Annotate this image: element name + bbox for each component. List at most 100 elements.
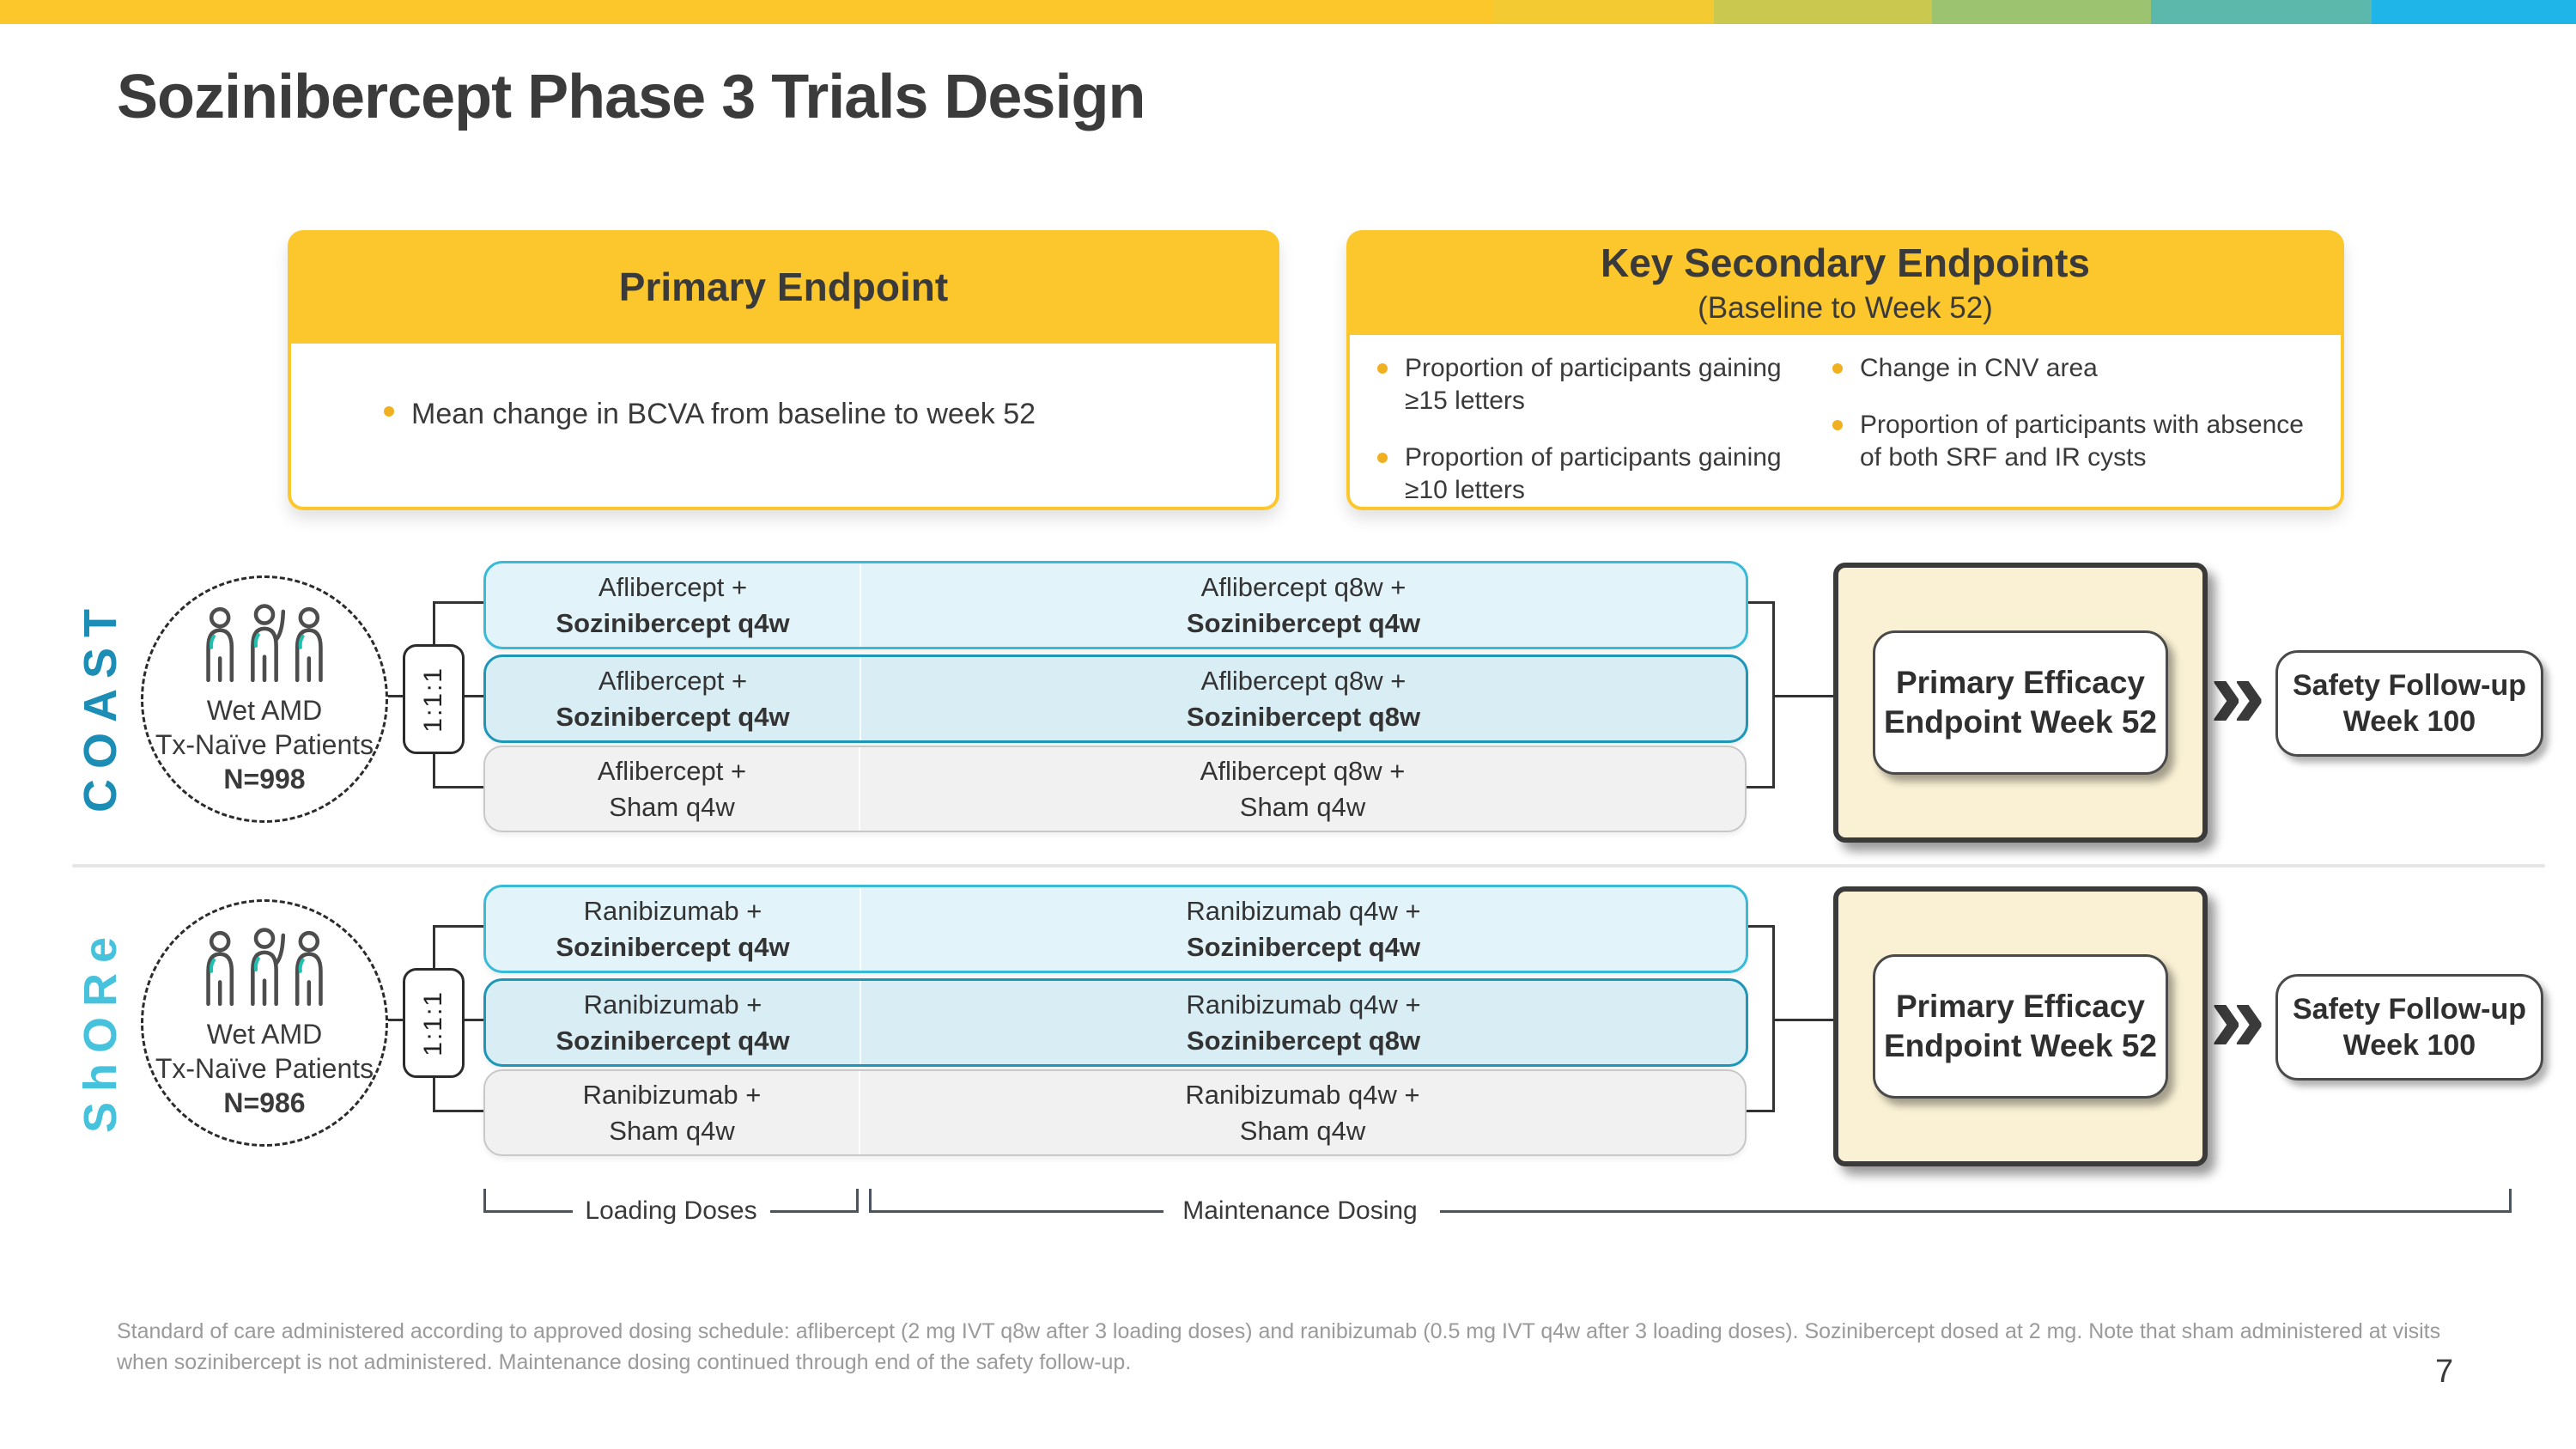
population-circle: Wet AMD Tx-Naïve Patients N=998 xyxy=(141,575,388,823)
connector-line xyxy=(1743,601,1775,604)
primary-efficacy-panel: Primary Efficacy Endpoint Week 52 xyxy=(1833,886,2208,1166)
arm-line1: Aflibercept q8w + xyxy=(1200,571,1406,602)
primary-endpoint-bullet-text: Mean change in BCVA from baseline to wee… xyxy=(411,398,1036,430)
key-secondary-column-2: Change in CNV area Proportion of partici… xyxy=(1832,352,2313,507)
arm-cell-divider xyxy=(860,563,861,647)
arm-cell-divider xyxy=(859,747,860,831)
connector-line xyxy=(433,601,484,604)
arm-line1: Aflibercept + xyxy=(598,571,748,602)
population-circle: Wet AMD Tx-Naïve Patients N=986 xyxy=(141,899,388,1147)
loading-doses-bracket: Loading Doses xyxy=(483,1189,859,1225)
arm-maintenance-cell: Ranibizumab q4w + Sham q4w xyxy=(860,1071,1745,1154)
primary-endpoint-bullet: Mean change in BCVA from baseline to wee… xyxy=(384,395,1242,433)
arm-maintenance-cell: Ranibizumab q4w + Sozinibercept q8w xyxy=(861,981,1746,1064)
top-bar-segment-green xyxy=(1932,0,2151,24)
primary-endpoint-title: Primary Endpoint xyxy=(618,265,949,309)
arm-loading-cell: Aflibercept + Sozinibercept q4w xyxy=(486,563,860,647)
top-color-bar xyxy=(0,0,2576,24)
double-chevron-icon: » xyxy=(2209,636,2266,750)
double-chevron-icon: » xyxy=(2209,960,2266,1074)
arm-line2: Sham q4w xyxy=(609,1115,735,1146)
connector-line xyxy=(1743,1110,1775,1112)
bullet-dot-icon xyxy=(1832,362,1843,374)
bracket-tick xyxy=(856,1189,859,1213)
population-line1: Wet AMD xyxy=(206,1019,323,1050)
connector-line xyxy=(381,695,404,697)
footnote-line1: Standard of care administered according … xyxy=(117,1319,2441,1343)
arm-line2: Sozinibercept q4w xyxy=(556,701,790,732)
arm-line2: Sham q4w xyxy=(609,791,735,822)
footnote: Standard of care administered according … xyxy=(117,1316,2538,1378)
arm-line1: Ranibizumab + xyxy=(582,1079,762,1110)
arm-maintenance-cell: Ranibizumab q4w + Sozinibercept q4w xyxy=(861,887,1746,971)
population-line2: Tx-Naïve Patients xyxy=(155,1053,374,1084)
connector-line xyxy=(1743,925,1775,928)
bracket-line xyxy=(872,1210,1163,1213)
maintenance-dosing-label: Maintenance Dosing xyxy=(1182,1196,1418,1225)
bullet-dot-icon xyxy=(1377,452,1388,463)
key-secondary-bullet: Change in CNV area xyxy=(1832,352,2313,385)
trial-name-shore: ShORe xyxy=(75,926,126,1134)
randomization-ratio-box: 1:1:1 xyxy=(403,644,465,754)
top-bar-segment-blue xyxy=(2372,0,2576,24)
arm-cell-divider xyxy=(860,657,861,740)
arm-maintenance-cell: Aflibercept q8w + Sozinibercept q8w xyxy=(861,657,1746,740)
key-secondary-bullet: Proportion of participants with absence … xyxy=(1832,409,2313,474)
primary-efficacy-panel: Primary Efficacy Endpoint Week 52 xyxy=(1833,563,2208,843)
arm-line1: Ranibizumab q4w + xyxy=(1185,1079,1420,1110)
footnote-line2: when sozinibercept is not administered. … xyxy=(117,1350,1132,1374)
key-secondary-column-1: Proportion of participants gaining ≥15 l… xyxy=(1377,352,1789,507)
arm-line2: Sham q4w xyxy=(1239,1115,1366,1146)
top-bar-segment-yellow xyxy=(0,0,1494,24)
maintenance-dosing-bracket: Maintenance Dosing xyxy=(869,1189,2512,1225)
bracket-line xyxy=(1440,1210,2509,1213)
randomization-ratio: 1:1:1 xyxy=(419,666,447,733)
bracket-line xyxy=(486,1210,573,1213)
arm-line1: Aflibercept + xyxy=(597,755,747,786)
treatment-arm-row: Ranibizumab + Sham q4w Ranibizumab q4w +… xyxy=(483,1069,1747,1156)
arm-loading-cell: Ranibizumab + Sham q4w xyxy=(485,1071,859,1154)
trial-name-coast: COAST xyxy=(75,599,126,813)
arm-line2: Sozinibercept q4w xyxy=(556,1025,790,1056)
key-secondary-title: Key Secondary Endpoints xyxy=(1600,240,2090,285)
treatment-arm-row: Ranibizumab + Sozinibercept q4w Ranibizu… xyxy=(483,885,1748,973)
bracket-tick xyxy=(869,1189,872,1213)
key-secondary-bullet-text: Proportion of participants gaining ≥15 l… xyxy=(1405,353,1782,415)
population-n: N=986 xyxy=(223,1087,306,1118)
arm-line2: Sozinibercept q4w xyxy=(1186,607,1421,638)
arm-line2: Sozinibercept q4w xyxy=(556,931,790,962)
arm-line1: Aflibercept q8w + xyxy=(1200,665,1406,696)
arm-line1: Ranibizumab + xyxy=(583,989,762,1020)
top-bar-segment-gold xyxy=(1494,0,1714,24)
connector-line xyxy=(433,786,484,788)
three-people-icon xyxy=(206,928,323,1007)
arm-line1: Ranibizumab q4w + xyxy=(1186,895,1421,926)
population-line2: Tx-Naïve Patients xyxy=(155,729,374,760)
treatment-arm-row: Ranibizumab + Sozinibercept q4w Ranibizu… xyxy=(483,978,1748,1067)
arm-line2: Sham q4w xyxy=(1239,791,1366,822)
bracket-tick xyxy=(2509,1189,2512,1213)
key-secondary-endpoints-card: Key Secondary Endpoints (Baseline to Wee… xyxy=(1346,230,2344,510)
bullet-dot-icon xyxy=(1377,362,1388,374)
population-line1: Wet AMD xyxy=(206,695,323,726)
key-secondary-bullet: Proportion of participants gaining ≥15 l… xyxy=(1377,352,1789,417)
key-secondary-bullet-text: Change in CNV area xyxy=(1860,353,2098,382)
arm-line1: Ranibizumab q4w + xyxy=(1186,989,1421,1020)
primary-efficacy-endpoint-box: Primary Efficacy Endpoint Week 52 xyxy=(1873,954,2168,1099)
arm-line2: Sozinibercept q8w xyxy=(1186,1025,1421,1056)
top-bar-segment-olive xyxy=(1714,0,1932,24)
arm-line1: Aflibercept q8w + xyxy=(1200,755,1406,786)
section-divider xyxy=(72,864,2545,868)
key-secondary-bullet: Proportion of participants gaining ≥10 l… xyxy=(1377,441,1789,507)
connector-line xyxy=(433,925,484,928)
arm-line2: Sozinibercept q8w xyxy=(1186,701,1421,732)
connector-line xyxy=(1772,1019,1833,1021)
treatment-arm-row: Aflibercept + Sham q4w Aflibercept q8w +… xyxy=(483,746,1747,832)
safety-followup-box: Safety Follow-up Week 100 xyxy=(2275,974,2543,1081)
arm-maintenance-cell: Aflibercept q8w + Sham q4w xyxy=(860,747,1745,831)
key-secondary-bullet-text: Proportion of participants with absence … xyxy=(1860,410,2304,472)
page-number: 7 xyxy=(2435,1354,2454,1390)
primary-endpoint-card: Primary Endpoint Mean change in BCVA fro… xyxy=(288,230,1279,510)
randomization-ratio-box: 1:1:1 xyxy=(403,968,465,1078)
arm-loading-cell: Ranibizumab + Sozinibercept q4w xyxy=(486,981,860,1064)
